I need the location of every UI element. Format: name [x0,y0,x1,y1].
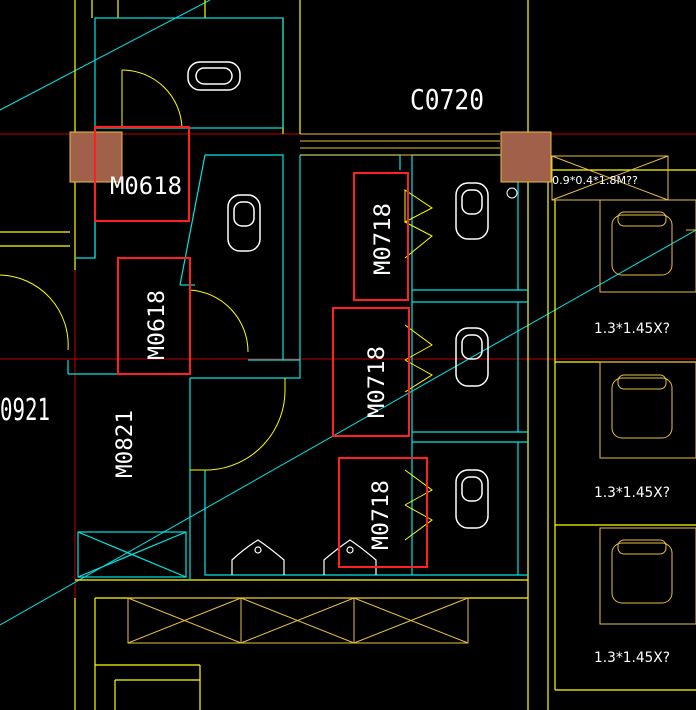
door-label-left: M0821 [113,410,138,478]
highlight-door-c [353,172,409,301]
diagonal-guides [0,0,696,626]
room-size-2: 1.3*1.45X? [594,485,670,501]
highlight-door-b [117,257,191,375]
highlight-door-d [332,307,410,437]
bottom-window-strip [127,597,469,644]
door-label-c: M0718 [371,203,396,275]
door-label-d: M0718 [365,346,390,418]
column-right [500,131,552,183]
highlight-door-a [94,126,190,222]
highlight-door-e [338,457,428,568]
door-label-e: M0718 [369,480,394,550]
column-note: 0.9*0.4*1.8M?? [552,174,638,187]
door-label-a: M0618 [110,172,182,200]
room-size-3: 1.3*1.45X? [594,650,670,666]
window-c0720 [300,133,500,156]
office-furniture [599,199,696,625]
left-edge-label: 0921 [0,393,50,428]
toilet-fixtures [187,61,489,529]
highlight-boxes [94,126,428,568]
sink-fixtures [231,539,377,575]
door-swings [0,69,433,541]
room-size-1: 1.3*1.45X? [594,321,670,337]
door-label-b: M0618 [145,290,170,360]
window-label: C0720 [410,83,484,116]
pipe-marker [506,187,518,199]
